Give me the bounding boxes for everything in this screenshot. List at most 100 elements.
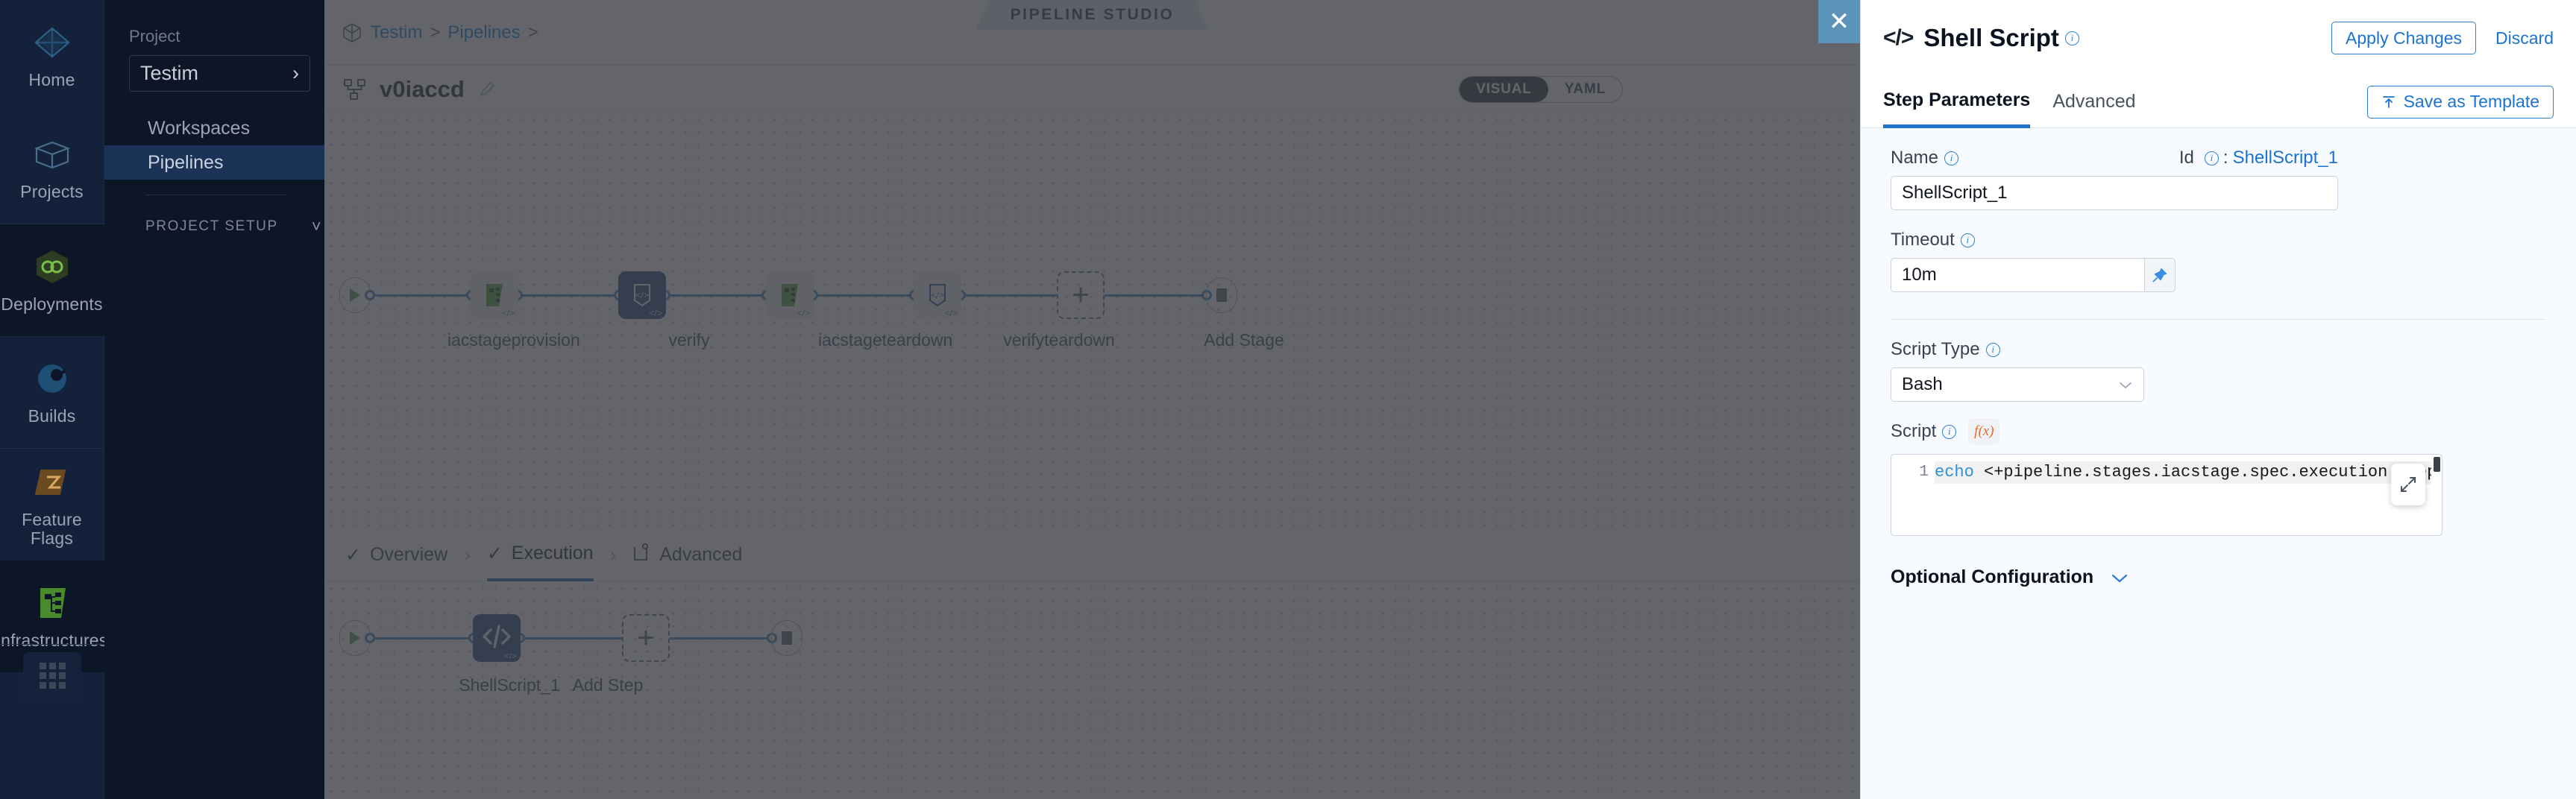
breadcrumb-separator: > (430, 22, 441, 42)
tab-execution[interactable]: ✓ Execution (486, 529, 594, 581)
stage-node-verifyteardown[interactable]: </> </> (914, 271, 961, 319)
code-brackets-icon (480, 622, 513, 655)
save-as-template-button[interactable]: Save as Template (2366, 85, 2554, 119)
close-icon[interactable]: ✕ (1818, 0, 1860, 43)
view-mode-toggle[interactable]: VISUAL YAML (1459, 75, 1623, 103)
rail-item-builds[interactable]: Builds (0, 336, 104, 448)
page-title: v0iaccd (380, 75, 465, 102)
grid-apps-icon[interactable] (23, 652, 81, 698)
editor-scrollbar[interactable] (2434, 457, 2440, 472)
project-name: Testim (140, 62, 199, 84)
rail-divider (0, 448, 104, 449)
stage-node-iacstageprovision[interactable]: </> (471, 271, 518, 319)
step-id-value[interactable]: ShellScript_1 (2232, 148, 2338, 168)
info-icon[interactable]: i (1985, 342, 2000, 357)
code-text: <+pipeline.stages.iacstage.spec.executio… (1973, 463, 2431, 481)
info-icon[interactable]: i (1944, 151, 1959, 165)
tab-advanced[interactable]: Advanced (632, 529, 742, 581)
tab-label: Overview (369, 544, 448, 565)
check-icon: ✓ (486, 543, 503, 564)
pipeline-studio-main: Testim > Pipelines > PIPELINE STUDIO v0i… (324, 0, 1860, 799)
breadcrumb-separator: > (527, 22, 538, 42)
rail-item-deployments[interactable]: Deployments (0, 224, 104, 336)
plus-icon: + (1072, 279, 1090, 312)
info-icon[interactable]: i (2204, 151, 2219, 165)
timeout-input[interactable] (1891, 258, 2144, 292)
sidebar-item-label: Workspaces (148, 117, 251, 139)
stage-graph-row: </> </> </> (339, 271, 1237, 319)
infinity-hex-icon (29, 246, 75, 288)
breadcrumb-link-testim[interactable]: Testim (371, 22, 423, 42)
tab-overview[interactable]: ✓ Overview (345, 529, 447, 581)
svg-text:</>: </> (635, 291, 649, 300)
rail-item-projects[interactable]: Projects (0, 112, 104, 224)
tab-label: Advanced (2052, 91, 2136, 112)
pencil-icon[interactable] (478, 80, 496, 98)
toggle-option-visual[interactable]: VISUAL (1460, 76, 1548, 102)
tab-panel-advanced[interactable]: Advanced (2052, 76, 2135, 128)
info-icon[interactable]: i (2064, 31, 2079, 45)
connector-line (670, 637, 767, 639)
id-separator: : (2222, 148, 2228, 168)
connector-line (525, 637, 622, 639)
expand-fullscreen-icon[interactable] (2391, 464, 2425, 505)
expression-fx-button[interactable]: f(x) (1968, 418, 2000, 445)
project-selector[interactable]: Testim › (129, 55, 310, 92)
pipeline-canvas[interactable]: </> </> </> (324, 113, 1860, 799)
add-stage-button[interactable]: + (1057, 271, 1105, 319)
stage-label-verifyteardown: verifyteardown (1003, 330, 1115, 350)
breadcrumb: Testim > Pipelines > (341, 22, 538, 44)
script-code-editor[interactable]: 1 echo <+pipeline.stages.iacstage.spec.e… (1891, 454, 2443, 536)
apply-changes-button[interactable]: Apply Changes (2331, 22, 2477, 54)
timeout-label: Timeout i (1891, 230, 2546, 250)
info-icon[interactable]: i (1960, 233, 1975, 247)
sidebar-item-pipelines[interactable]: Pipelines (104, 145, 324, 180)
primary-nav-rail: Home Projects Deployments (0, 0, 107, 799)
editor-gutter: 1 (1891, 455, 1935, 535)
stage-node-verify[interactable]: </> </> (618, 271, 666, 319)
connector-line (375, 294, 466, 297)
step-id-row: Id i : ShellScript_1 (2179, 148, 2338, 168)
id-label: Id (2178, 148, 2194, 168)
tab-separator-icon: › (464, 543, 471, 566)
discard-button[interactable]: Discard (2495, 28, 2554, 48)
pipeline-studio-tag: PIPELINE STUDIO (976, 0, 1209, 30)
box-icon (29, 133, 75, 175)
script-type-select[interactable]: Bash (1891, 367, 2144, 402)
name-id-row: Name i Id i : ShellScript_1 (1891, 148, 2338, 168)
script-label-row: Script i f(x) (1891, 418, 2546, 445)
step-end-node[interactable] (771, 620, 802, 656)
tab-separator-icon: › (609, 543, 617, 566)
connector-line (966, 294, 1057, 297)
toggle-option-yaml[interactable]: YAML (1564, 80, 1606, 97)
shield-code-icon: </> (634, 284, 650, 307)
connector-line (818, 294, 909, 297)
execution-tabs: ✓ Overview › ✓ Execution › Advanced (324, 529, 1860, 581)
chevron-down-icon: ˅ (311, 217, 321, 236)
stage-label-verify: verify (668, 330, 710, 350)
pipeline-end-node[interactable] (1206, 277, 1237, 313)
tab-step-parameters[interactable]: Step Parameters (1883, 76, 2031, 128)
stage-node-iacstageteardown[interactable]: </> (766, 271, 814, 319)
sidebar-item-workspaces[interactable]: Workspaces (104, 111, 324, 145)
breadcrumb-link-pipelines[interactable]: Pipelines (447, 22, 521, 42)
add-step-label: Add Step (572, 675, 644, 695)
rail-item-feature-flags[interactable]: Feature Flags (0, 449, 104, 560)
home-diamond-icon (29, 22, 75, 63)
flag-icon (29, 461, 75, 503)
info-icon[interactable]: i (1942, 424, 1957, 439)
optional-configuration-label: Optional Configuration (1891, 566, 2094, 587)
optional-configuration-toggle[interactable]: Optional Configuration (1891, 566, 2546, 589)
node-type-badge: </> (503, 651, 517, 661)
pipeline-title-bar: v0iaccd VISUAL YAML (324, 66, 1860, 113)
add-step-button[interactable]: + (622, 614, 670, 662)
code-keyword: echo (1935, 463, 1974, 481)
pin-icon[interactable] (2144, 258, 2176, 292)
step-node-shellscript-1[interactable]: </> (473, 614, 521, 662)
step-config-panel: </> Shell Script i Apply Changes Discard… (1860, 0, 2576, 799)
rail-item-home[interactable]: Home (0, 0, 104, 112)
script-label: Script i (1891, 421, 1957, 442)
timeout-label-text: Timeout (1891, 230, 1955, 250)
name-input[interactable] (1891, 176, 2338, 210)
project-setup-toggle[interactable]: PROJECT SETUP ˅ (104, 212, 324, 241)
